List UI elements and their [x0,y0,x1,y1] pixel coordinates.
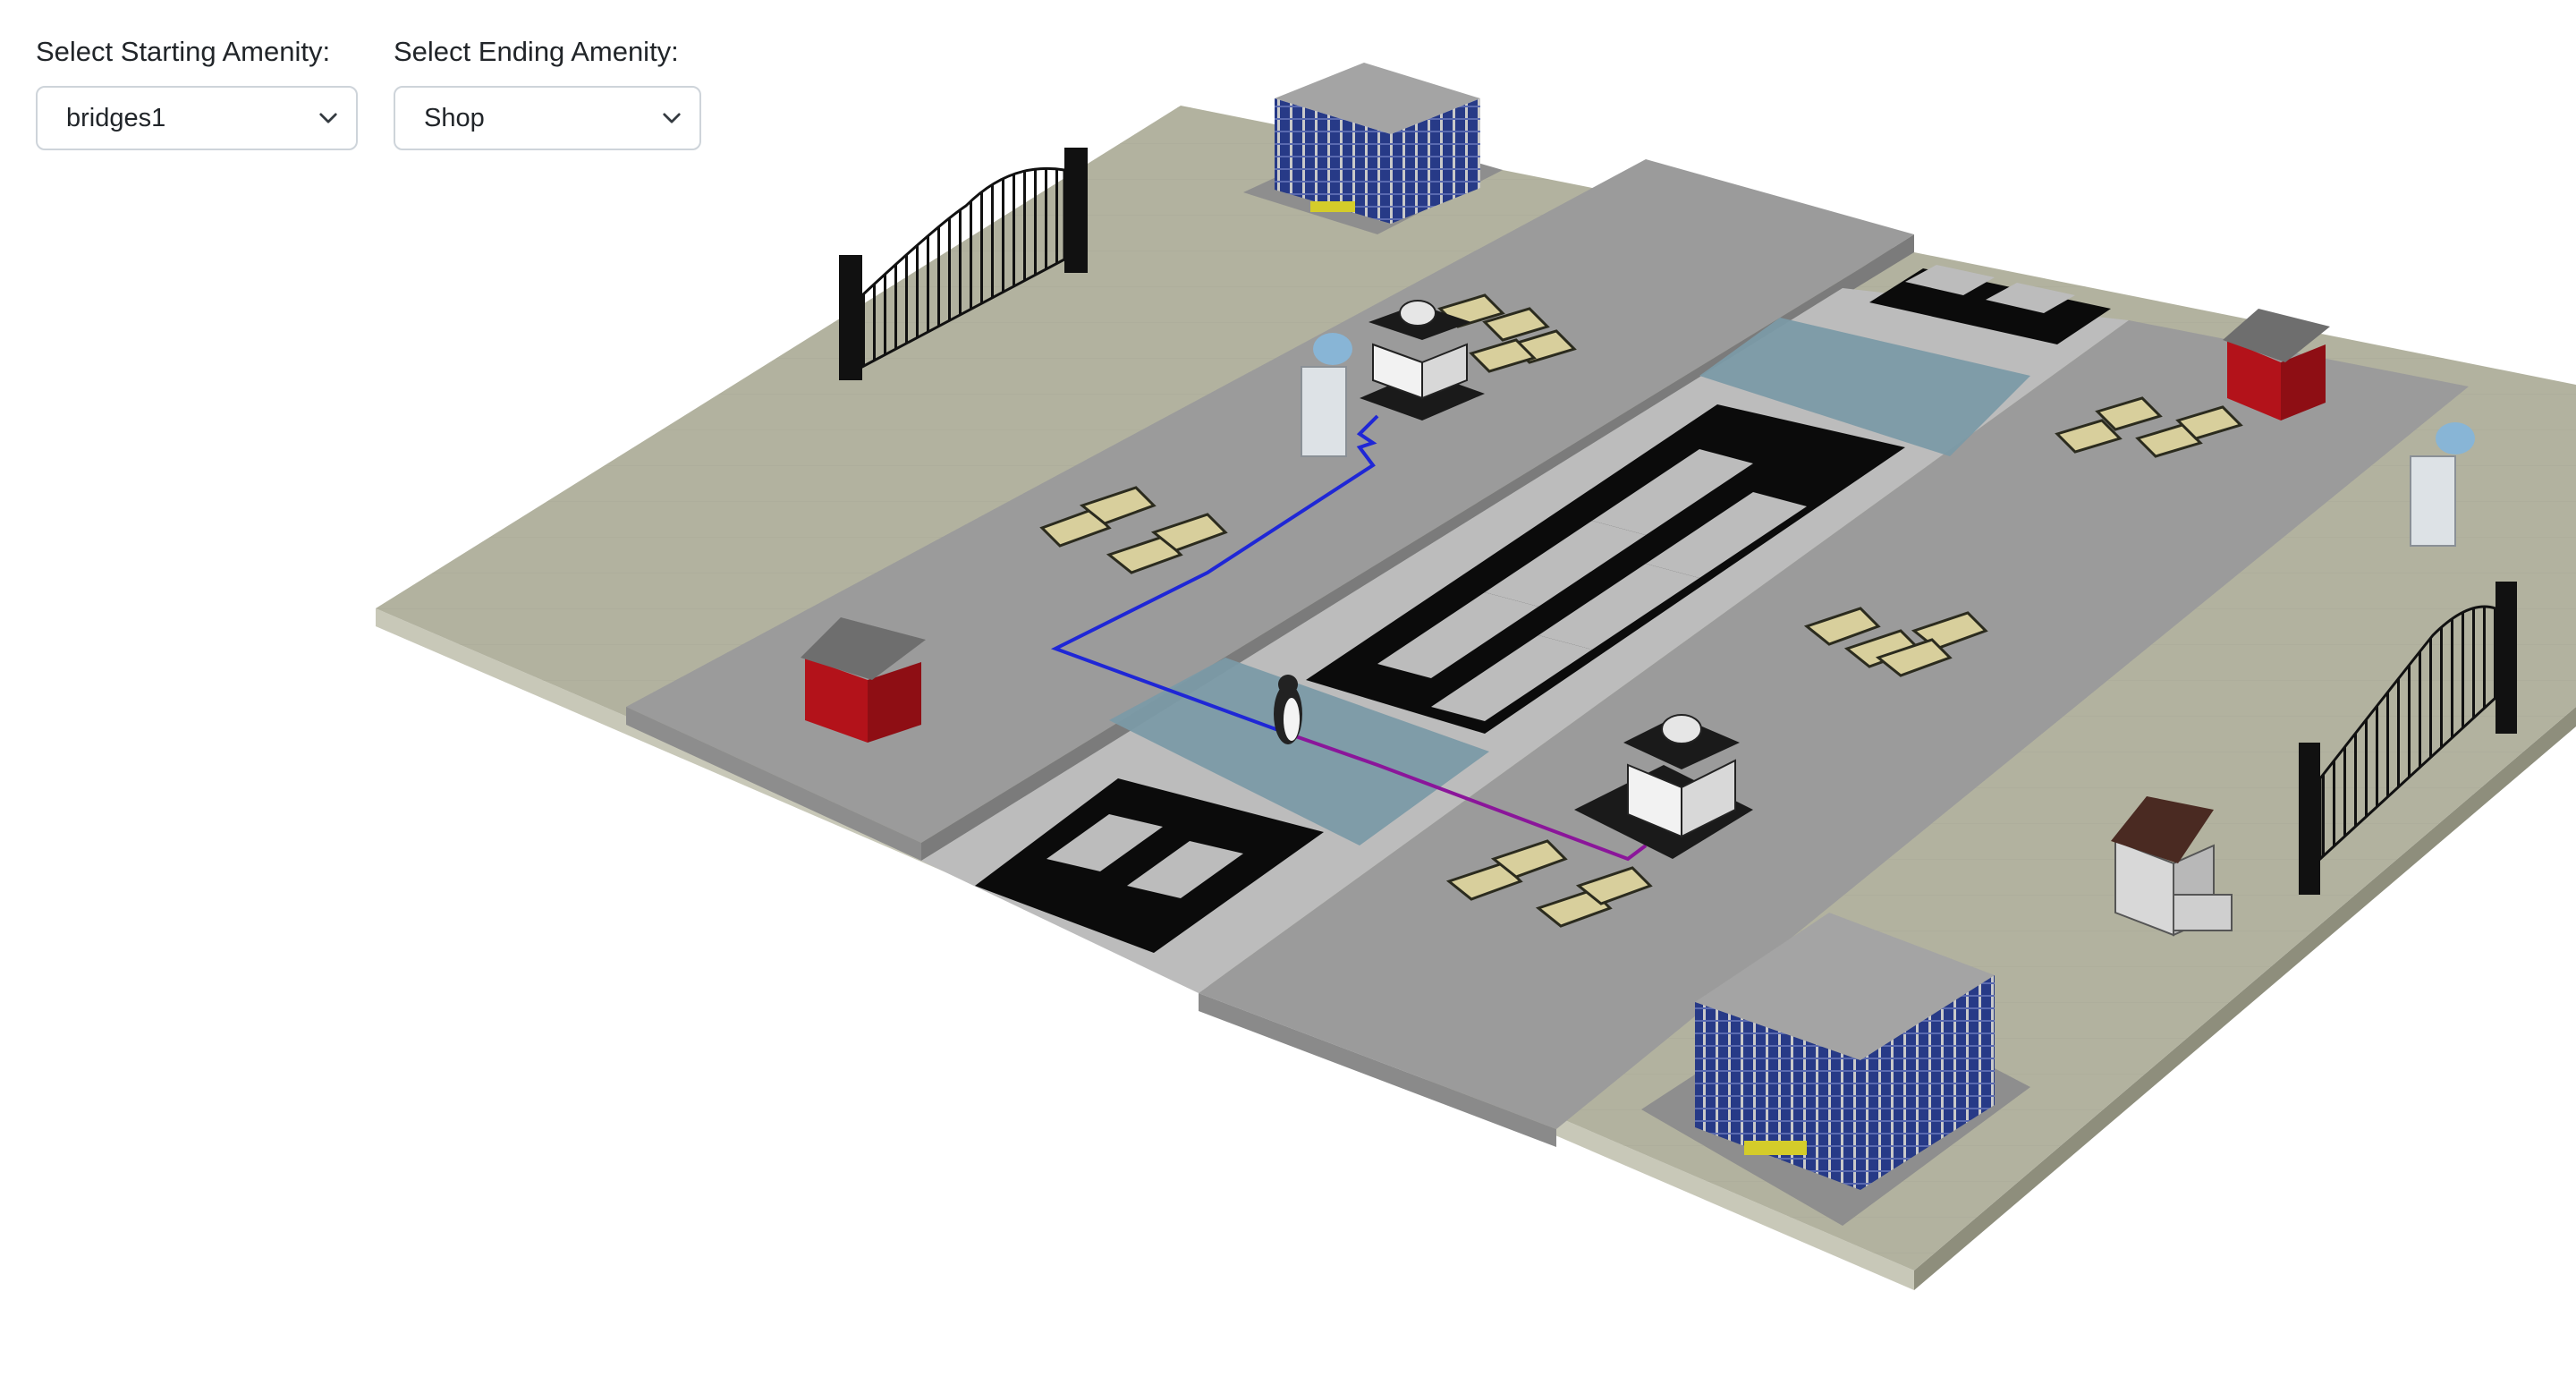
rails-front [975,778,1324,953]
start-amenity-select[interactable]: bridges1 [36,86,358,150]
end-amenity-group: Select Ending Amenity: Shop [394,32,701,150]
amenity-controls: Select Starting Amenity: bridges1 Select… [36,32,701,150]
water-cooler-icon [2410,422,2475,547]
kiosk-icon [1360,300,1485,421]
end-amenity-label: Select Ending Amenity: [394,36,679,67]
kiosk-icon [1574,714,1753,859]
shed-icon [2223,309,2330,421]
chevron-down-icon [319,113,337,123]
building-icon [1641,913,2030,1226]
end-amenity-value: Shop [424,103,485,132]
penguin-icon [1274,675,1302,744]
water-cooler-icon [1301,333,1352,457]
gate-icon [2299,582,2517,895]
rails-middle [1306,404,1905,734]
building-icon [1243,63,1503,234]
gate-icon [839,148,1088,380]
start-amenity-label: Select Starting Amenity: [36,36,331,67]
start-amenity-value: bridges1 [66,103,166,132]
rails-back [1869,265,2111,344]
end-amenity-select[interactable]: Shop [394,86,701,150]
shed-icon [801,617,926,743]
route-path [1050,414,1648,862]
start-amenity-group: Select Starting Amenity: bridges1 [36,32,358,150]
chevron-down-icon [663,113,681,123]
front-walkway [1199,320,2469,1147]
booth-icon [2111,796,2233,937]
bridge-back[interactable] [1699,318,2030,456]
